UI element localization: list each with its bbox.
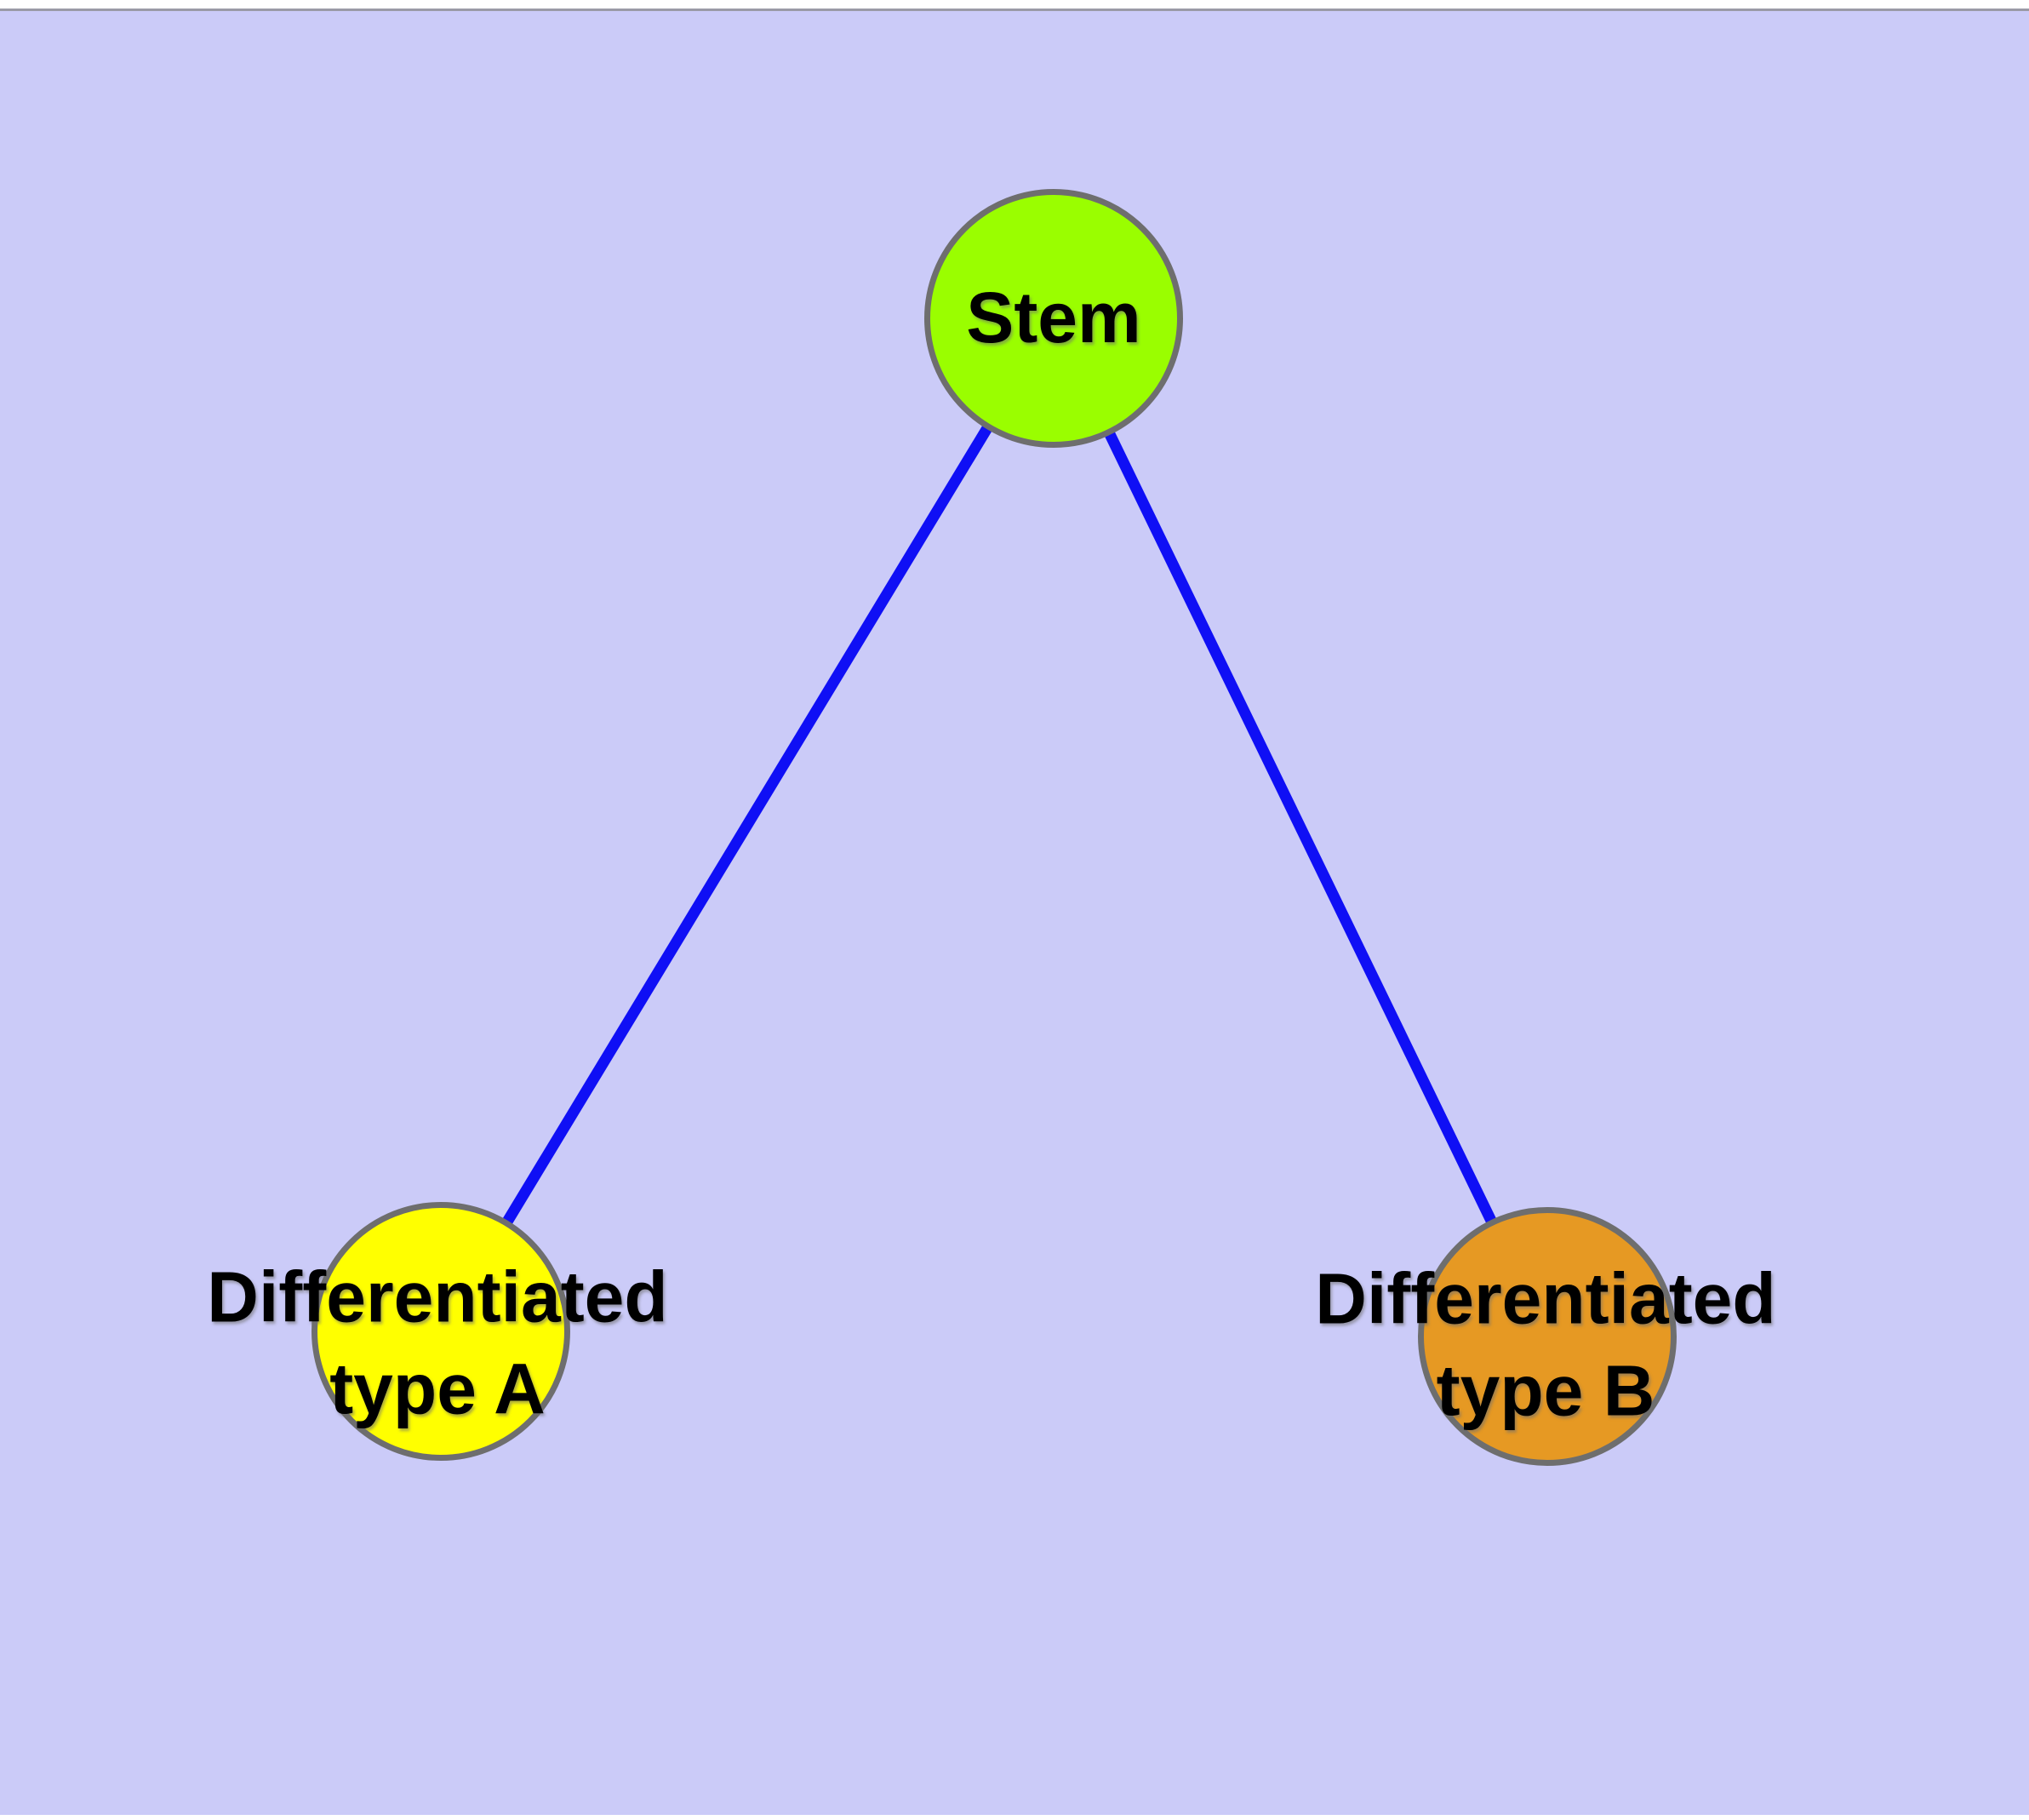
node-type-b-label-line1: Differentiated — [1315, 1258, 1776, 1339]
node-type-a-label-line2: type A — [329, 1348, 546, 1428]
node-stem-label: Stem — [966, 272, 1140, 364]
edge-stem-to-type-a — [436, 315, 1059, 1335]
node-differentiated-type-b — [1418, 1207, 1677, 1466]
edge-stem-to-type-b — [1049, 316, 1552, 1339]
node-type-a-label-line1: Differentiated — [207, 1256, 668, 1337]
node-type-b-label: Differentiated type B — [1315, 1253, 1775, 1436]
node-stem — [924, 189, 1183, 448]
node-type-b-label-line2: type B — [1436, 1350, 1655, 1430]
node-stem-label-text: Stem — [966, 278, 1141, 358]
node-type-a-label: Differentiated type A — [207, 1251, 667, 1434]
node-differentiated-type-a — [311, 1202, 570, 1461]
